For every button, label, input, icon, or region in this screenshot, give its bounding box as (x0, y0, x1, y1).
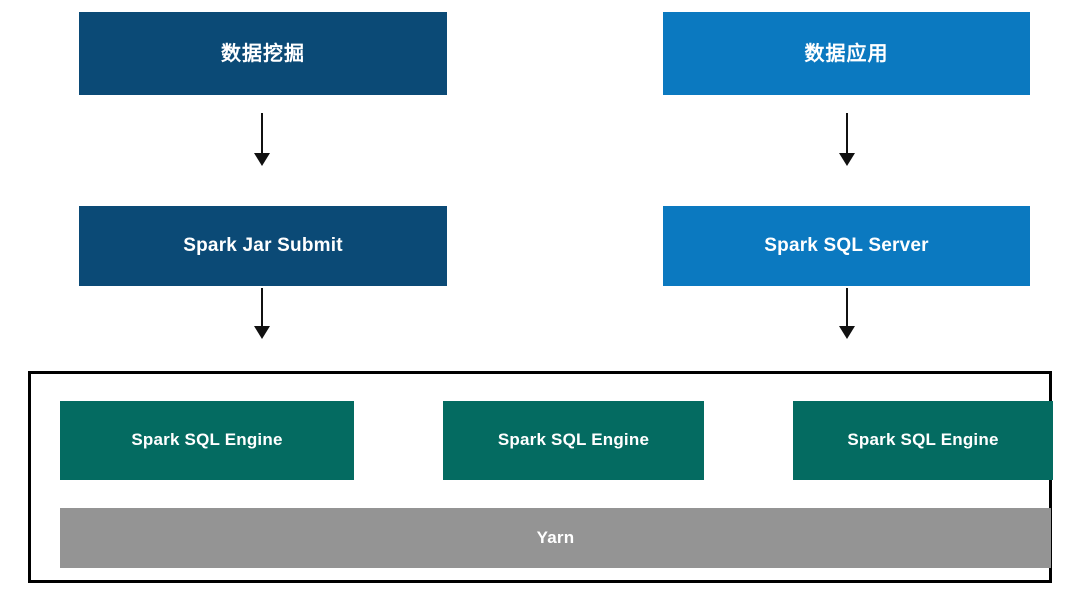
node-data-application[interactable]: 数据应用 (663, 12, 1030, 95)
arrow-shaft (261, 288, 263, 327)
node-spark-sql-engine-3[interactable]: Spark SQL Engine (793, 401, 1053, 480)
arrow-head-icon (839, 153, 855, 166)
arrow-shaft (261, 113, 263, 154)
node-spark-sql-engine-3-label: Spark SQL Engine (847, 430, 999, 450)
node-spark-jar-submit[interactable]: Spark Jar Submit (79, 206, 447, 286)
node-spark-sql-server-label: Spark SQL Server (764, 234, 929, 256)
node-spark-sql-engine-2[interactable]: Spark SQL Engine (443, 401, 704, 480)
node-spark-sql-server[interactable]: Spark SQL Server (663, 206, 1030, 286)
arrow-head-icon (839, 326, 855, 339)
arrow-data-application-to-spark-sql-server (831, 113, 863, 166)
arrow-shaft (846, 113, 848, 154)
node-spark-sql-engine-1[interactable]: Spark SQL Engine (60, 401, 354, 480)
node-spark-sql-engine-2-label: Spark SQL Engine (497, 430, 650, 450)
node-data-application-label: 数据应用 (804, 42, 889, 65)
node-data-mining[interactable]: 数据挖掘 (79, 12, 447, 95)
node-data-mining-label: 数据挖掘 (221, 42, 305, 65)
node-spark-sql-engine-1-label: Spark SQL Engine (131, 430, 283, 450)
engine-cluster-frame: Spark SQL Engine Spark SQL Engine Spark … (28, 371, 1053, 583)
arrow-data-mining-to-spark-jar-submit (246, 113, 278, 166)
arrow-spark-sql-server-to-engine-layer (831, 288, 863, 339)
arrow-head-icon (254, 153, 270, 166)
arrow-shaft (846, 288, 848, 327)
node-yarn-label: Yarn (536, 527, 575, 547)
arrow-spark-jar-submit-to-engine-layer (246, 288, 278, 339)
node-spark-jar-submit-label: Spark Jar Submit (183, 234, 343, 256)
node-yarn[interactable]: Yarn (60, 508, 1051, 568)
arrow-head-icon (254, 326, 270, 339)
